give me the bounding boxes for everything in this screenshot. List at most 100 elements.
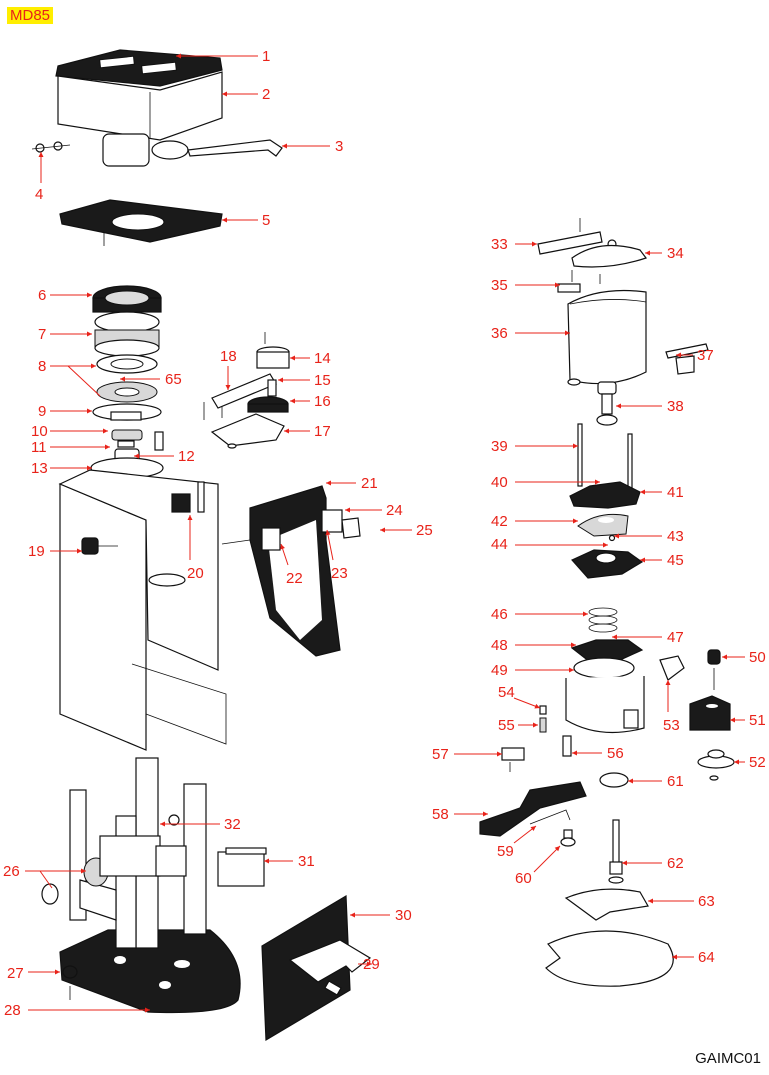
arrowhead-icon [612,634,617,640]
callout-number: 39 [491,438,508,455]
arrowhead-icon [225,385,231,390]
callout-23: 23 [325,529,348,582]
part-base-plate [59,929,241,1014]
callout-number: 13 [31,460,48,477]
callout-number: 35 [491,277,508,294]
callout-number: 64 [698,949,715,966]
callout-number: 36 [491,325,508,342]
part-bracket-29 [288,939,372,996]
callout-51: 51 [730,712,766,729]
arrowhead-icon [380,527,385,533]
arrowhead-icon [87,465,92,471]
part-motor [83,814,180,887]
callout-number: 47 [667,629,684,646]
arrowhead-icon [483,811,488,817]
arrowhead-icon [120,376,125,382]
callout-number: 31 [298,853,315,870]
part-doser-knob-38 [596,381,618,426]
callout-number: 45 [667,552,684,569]
part-lever-58 [479,781,587,837]
callout-number: 1 [262,48,270,65]
callout-63: 63 [648,893,715,910]
callout-number: 60 [515,870,532,887]
arrowhead-icon [533,722,538,728]
callout-41: 41 [640,484,684,501]
part-spring-46 [588,607,618,633]
callout-34: 34 [645,245,684,262]
callout-54: 54 [498,684,541,709]
callout-number: 18 [220,348,237,365]
callout-number: 21 [361,475,378,492]
callout-number: 33 [491,236,508,253]
arrowhead-icon [105,444,110,450]
part-star-45 [571,549,644,579]
callout-number: 38 [667,398,684,415]
callout-1: 1 [176,48,270,65]
arrowhead-icon [87,408,92,414]
callout-52: 52 [734,754,766,771]
callout-number: 30 [395,907,412,924]
callout-26: 26 [3,863,86,889]
callout-11: 11 [31,439,110,456]
arrowhead-icon [278,377,283,383]
callout-number: 20 [187,565,204,582]
part-switch-23 [321,509,343,533]
callout-9: 9 [38,403,92,420]
arrowhead-icon [222,91,227,97]
callout-44: 44 [491,536,608,553]
callout-2: 2 [222,86,270,103]
arrowhead-icon [497,751,502,757]
callout-31: 31 [264,853,315,870]
arrowhead-icon [595,479,600,485]
callout-28: 28 [4,1002,150,1019]
callout-number: 6 [38,287,46,304]
callout-61: 61 [628,773,684,790]
arrowhead-icon [326,480,331,486]
callout-43: 43 [614,528,684,545]
callout-number: 22 [286,570,303,587]
arrowhead-icon [325,530,331,536]
callout-number: 17 [314,423,331,440]
callout-number: 58 [432,806,449,823]
callout-46: 46 [491,606,588,623]
callout-number: 27 [7,965,24,982]
callout-48: 48 [491,637,576,654]
arrowhead-icon [160,821,165,827]
part-gear-bracket [203,402,285,449]
callout-8: 8 [38,358,101,397]
callout-number: 42 [491,513,508,530]
callout-24: 24 [345,502,403,519]
callout-37: 37 [676,347,714,364]
part-spring-55 [539,717,547,733]
callout-38: 38 [616,398,684,415]
arrowhead-icon [367,961,372,967]
callout-55: 55 [498,717,538,734]
callout-number: 34 [667,245,684,262]
callout-number: 54 [498,684,515,701]
callout-4: 4 [35,152,44,203]
part-hopper-base-plate [59,199,223,246]
callout-number: 57 [432,746,449,763]
callout-10: 10 [31,423,108,440]
callout-50: 50 [722,649,766,666]
part-nut-60 [560,829,576,847]
callout-number: 59 [497,843,514,860]
callout-35: 35 [491,277,560,294]
arrowhead-icon [628,778,633,784]
arrowhead-icon [350,912,355,918]
part-switch-22 [261,527,281,551]
callout-30: 30 [350,907,412,924]
leader-line [326,529,334,561]
callout-number: 44 [491,536,508,553]
callout-number: 11 [31,439,47,456]
callout-20: 20 [187,515,204,582]
callout-42: 42 [491,513,578,530]
callout-number: 46 [491,606,508,623]
part-plate-42 [577,513,629,537]
callout-59: 59 [497,825,537,860]
part-adjust-ring-gear [92,285,162,313]
callout-number: 12 [178,448,195,465]
part-pin-56 [562,735,572,757]
